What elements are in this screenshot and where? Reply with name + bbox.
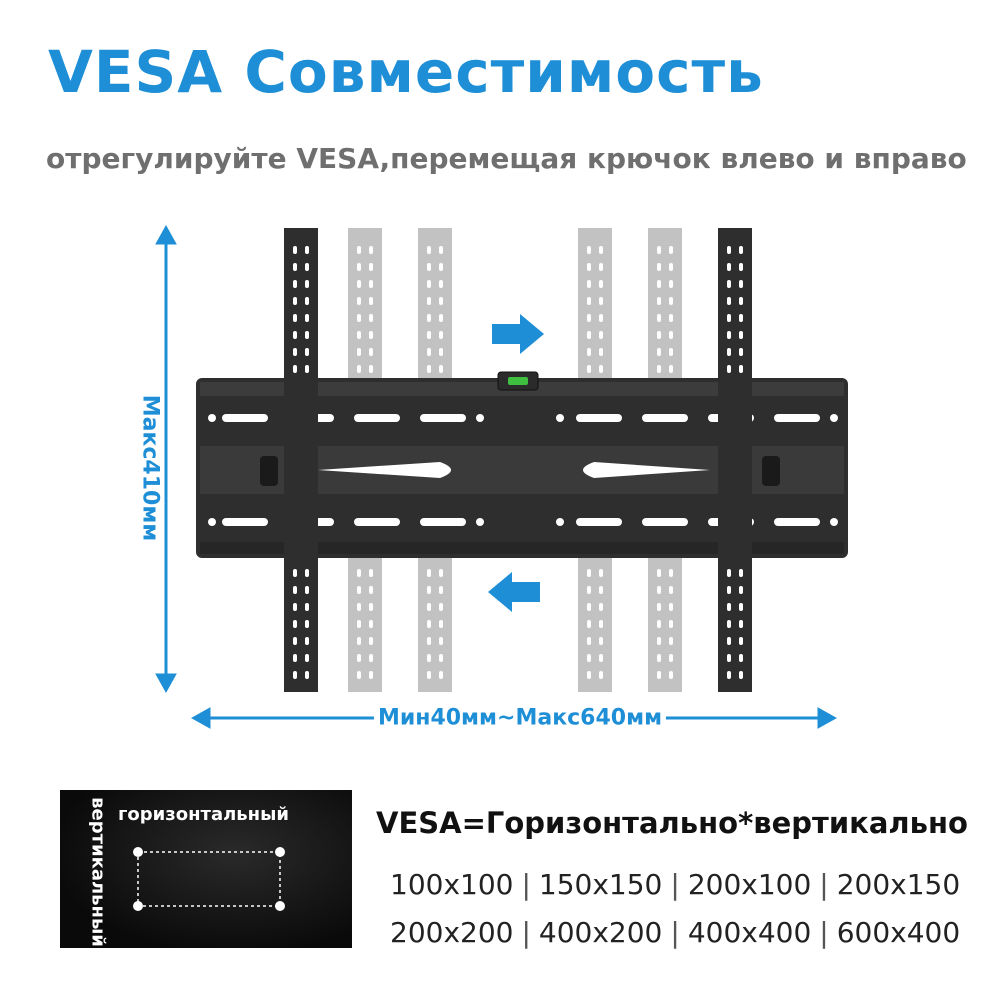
separator: |	[670, 916, 680, 949]
vesa-sizes-row-2: 200x200|400x200|400x400|600x400	[390, 916, 960, 949]
vesa-size: 200x100	[687, 868, 812, 901]
vesa-size: 200x150	[836, 868, 961, 901]
arrow-left-icon	[488, 572, 540, 612]
legend-horizontal-label: горизонтальный	[118, 804, 289, 825]
page-title: VESA Совместимость	[48, 38, 764, 106]
vesa-formula: VESA=Горизонтально*вертикально	[376, 806, 968, 840]
vesa-size: 100x100	[390, 868, 514, 901]
page-subtitle: отрегулируйте VESA,перемещая крючок влев…	[46, 142, 967, 175]
vesa-legend-panel	[60, 790, 352, 948]
vesa-size: 150x150	[538, 868, 663, 901]
separator: |	[521, 916, 531, 949]
separator: |	[670, 868, 680, 901]
horizontal-dimension-label: Мин40мм~Макс640мм	[373, 705, 667, 731]
vertical-dimension-label: Макс410мм	[137, 390, 163, 546]
vesa-size: 400x200	[538, 916, 663, 949]
vertical-dimension-arrow	[155, 224, 177, 694]
vesa-pattern-icon	[133, 847, 285, 911]
separator: |	[819, 916, 829, 949]
arrow-right-icon	[492, 314, 544, 354]
legend-vertical-label: вертикальный	[87, 797, 109, 947]
separator: |	[521, 868, 531, 901]
bracket-holes	[293, 246, 743, 679]
vesa-size: 400x400	[687, 916, 812, 949]
vesa-size: 200x200	[390, 916, 514, 949]
active-brackets	[284, 228, 752, 692]
vesa-size: 600x400	[836, 916, 961, 949]
vesa-sizes-row-1: 100x100|150x150|200x100|200x150	[390, 868, 960, 901]
separator: |	[819, 868, 829, 901]
